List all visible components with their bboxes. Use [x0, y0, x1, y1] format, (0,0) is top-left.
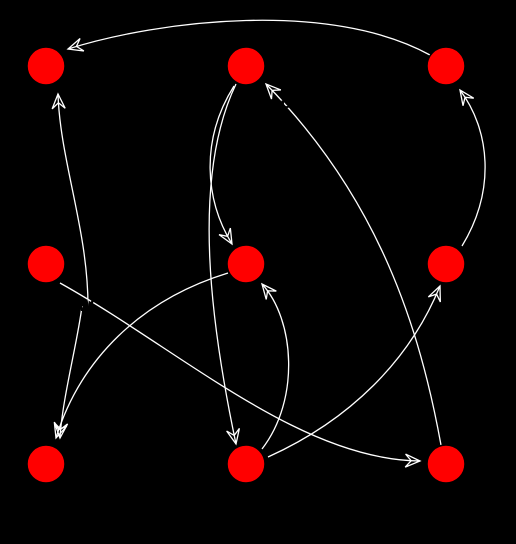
- node-z: [26, 444, 66, 484]
- node-label-a: A: [77, 97, 89, 116]
- node-label-x: X: [280, 296, 292, 315]
- node-i: [426, 244, 466, 284]
- node-k: [226, 444, 266, 484]
- node-a: [26, 46, 66, 86]
- arrowhead-icon: [264, 82, 282, 100]
- arrowhead-icon: [53, 422, 69, 440]
- node-label-p: P: [280, 97, 291, 116]
- edge-w-to-o: [59, 282, 422, 468]
- edge-k-to-i: [267, 284, 441, 458]
- arrowhead-icon: [404, 453, 422, 468]
- arrowhead-icon: [427, 284, 441, 303]
- arrowhead-icon: [226, 427, 241, 446]
- edge-w-to-z: [53, 305, 83, 440]
- node-w: [26, 244, 66, 284]
- edges-layer: [51, 19, 486, 468]
- arrowhead-icon: [459, 88, 475, 106]
- arrowhead-icon: [260, 282, 277, 300]
- edge-i-to-v: [459, 88, 486, 247]
- node-label-w: W: [78, 296, 95, 315]
- edge-w-to-a: [51, 92, 89, 307]
- node-label-o: O: [476, 496, 489, 515]
- node-o: [426, 444, 466, 484]
- node-v: [426, 46, 466, 86]
- node-label-v: V: [477, 97, 489, 116]
- nodes-layer: [26, 46, 466, 484]
- edge-k-to-x: [260, 282, 290, 450]
- node-x: [226, 244, 266, 284]
- node-p: [226, 46, 266, 86]
- labels-layer: A P V W X I Z K O: [77, 97, 490, 515]
- edge-v-to-a: [66, 19, 431, 56]
- arrowhead-icon: [51, 92, 66, 110]
- node-label-z: Z: [78, 496, 88, 515]
- edge-p-to-x: [209, 85, 235, 246]
- node-label-k: K: [277, 496, 290, 515]
- edge-o-to-p: [264, 82, 442, 446]
- node-label-i: I: [481, 296, 486, 315]
- arrowhead-icon: [66, 38, 85, 52]
- arrowhead-icon: [218, 227, 233, 246]
- edge-p-to-k: [208, 83, 241, 446]
